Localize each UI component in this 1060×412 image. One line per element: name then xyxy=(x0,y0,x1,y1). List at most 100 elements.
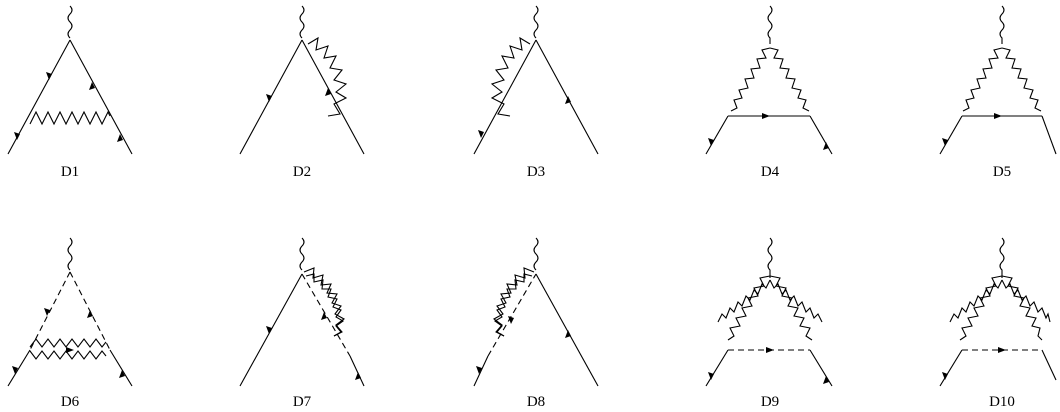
fermion-line-incoming xyxy=(705,349,729,387)
photon-line xyxy=(999,5,1005,44)
fermion-arrow xyxy=(119,370,125,378)
fermion-arrow xyxy=(476,366,482,374)
wavy-zigzag-left xyxy=(962,47,1003,112)
wavy-zigzag-right xyxy=(769,47,810,112)
double-zigzag-self-energy-inner xyxy=(493,273,533,337)
diagram-label: D6 xyxy=(61,394,80,410)
diagram-d6: D6 xyxy=(7,237,133,410)
fermion-arrow xyxy=(766,347,774,353)
dashed-propagator xyxy=(301,273,351,357)
wavy-zigzag-left xyxy=(730,47,771,112)
photon-line xyxy=(767,5,773,44)
fermion-arrow xyxy=(44,308,50,316)
fermion-arrow xyxy=(321,312,327,320)
photon-line xyxy=(67,237,73,271)
fermion-line-outgoing xyxy=(535,39,599,155)
double-zigzag-right-inner xyxy=(769,279,823,323)
fermion-arrow xyxy=(117,134,123,142)
double-zigzag-self-energy-outer xyxy=(303,267,346,337)
diagram-d4: D4 xyxy=(705,5,833,180)
fermion-arrow xyxy=(708,138,714,146)
diagram-label: D1 xyxy=(61,164,79,180)
fermion-line-outgoing xyxy=(1041,115,1057,155)
fermion-line-outgoing xyxy=(301,39,365,155)
diagram-d2: D2 xyxy=(239,5,365,180)
photon-line xyxy=(533,5,539,39)
diagram-label: D8 xyxy=(527,394,545,410)
diagram-label: D5 xyxy=(993,164,1011,180)
fermion-line-outgoing xyxy=(69,39,133,155)
fermion-arrow xyxy=(266,94,272,102)
fermion-arrow xyxy=(87,310,93,318)
diagram-d1: D1 xyxy=(7,5,133,180)
photon-line xyxy=(299,237,305,271)
fermion-line-outgoing xyxy=(809,349,833,387)
diagram-label: D4 xyxy=(761,164,780,180)
zigzag-exchange xyxy=(29,110,111,126)
fermion-line-incoming-outer xyxy=(473,355,489,387)
fermion-arrow xyxy=(325,88,331,96)
fermion-arrow xyxy=(89,82,95,90)
zigzag-self-energy xyxy=(490,36,531,117)
fermion-line-outgoing-outer xyxy=(349,355,365,387)
fermion-arrow xyxy=(994,113,1002,119)
double-zigzag-left-inner xyxy=(949,279,1003,323)
double-zigzag-left-outer xyxy=(959,275,1003,341)
fermion-arrow xyxy=(998,347,1006,353)
double-zigzag-left-inner xyxy=(717,279,771,323)
fermion-arrow xyxy=(478,130,484,138)
fermion-arrow xyxy=(942,138,948,146)
fermion-arrow xyxy=(762,113,770,119)
diagram-d5: D5 xyxy=(939,5,1057,180)
fermion-arrow xyxy=(355,372,361,380)
diagram-d8: D8 xyxy=(473,237,599,410)
fermion-line-incoming xyxy=(7,349,31,387)
fermion-line-incoming xyxy=(705,115,729,155)
double-zigzag-right-outer xyxy=(1001,275,1043,341)
double-zigzag-left-outer xyxy=(727,275,771,341)
double-zigzag-top xyxy=(29,338,107,348)
fermion-line-outgoing xyxy=(1041,349,1057,381)
photon-line xyxy=(67,5,73,39)
wavy-zigzag-right xyxy=(1001,47,1042,112)
photon-line xyxy=(767,237,773,278)
double-zigzag-self-energy-inner xyxy=(305,273,345,337)
fermion-arrow xyxy=(46,72,52,80)
diagram-label: D2 xyxy=(293,164,311,180)
fermion-arrow xyxy=(508,316,514,324)
double-zigzag-right-inner xyxy=(1001,279,1051,323)
diagram-label: D10 xyxy=(989,394,1015,410)
fermion-line-incoming xyxy=(939,349,963,387)
fermion-line-outgoing xyxy=(535,273,599,387)
fermion-line-incoming xyxy=(939,115,963,155)
zigzag-self-energy xyxy=(307,36,348,117)
double-zigzag-bottom xyxy=(29,350,107,360)
fermion-arrow xyxy=(14,132,20,140)
fermion-arrow xyxy=(565,330,571,338)
double-zigzag-right-outer xyxy=(769,275,813,341)
fermion-line-outgoing xyxy=(109,349,133,387)
photon-line xyxy=(999,237,1005,278)
diagram-d3: D3 xyxy=(473,5,599,180)
fermion-arrow xyxy=(66,347,74,353)
diagram-d7: D7 xyxy=(239,237,365,410)
fermion-arrow xyxy=(942,372,948,380)
fermion-arrow xyxy=(266,326,272,334)
fermion-line-outgoing xyxy=(809,115,833,155)
fermion-arrow xyxy=(823,142,829,150)
fermion-arrow xyxy=(565,96,571,104)
fermion-line-incoming xyxy=(473,39,537,155)
diagram-d9: D9 xyxy=(705,237,833,410)
diagram-label: D9 xyxy=(761,394,779,410)
diagram-d10: D10 xyxy=(939,237,1057,410)
diagram-label: D7 xyxy=(293,394,312,410)
dashed-propagator xyxy=(29,271,71,351)
fermion-arrow xyxy=(12,366,18,374)
fermion-arrow xyxy=(823,376,829,384)
fermion-arrow xyxy=(708,372,714,380)
dashed-propagator xyxy=(487,273,537,357)
photon-line xyxy=(533,237,539,271)
diagram-label: D3 xyxy=(527,164,545,180)
double-zigzag-self-energy-outer xyxy=(492,267,535,337)
